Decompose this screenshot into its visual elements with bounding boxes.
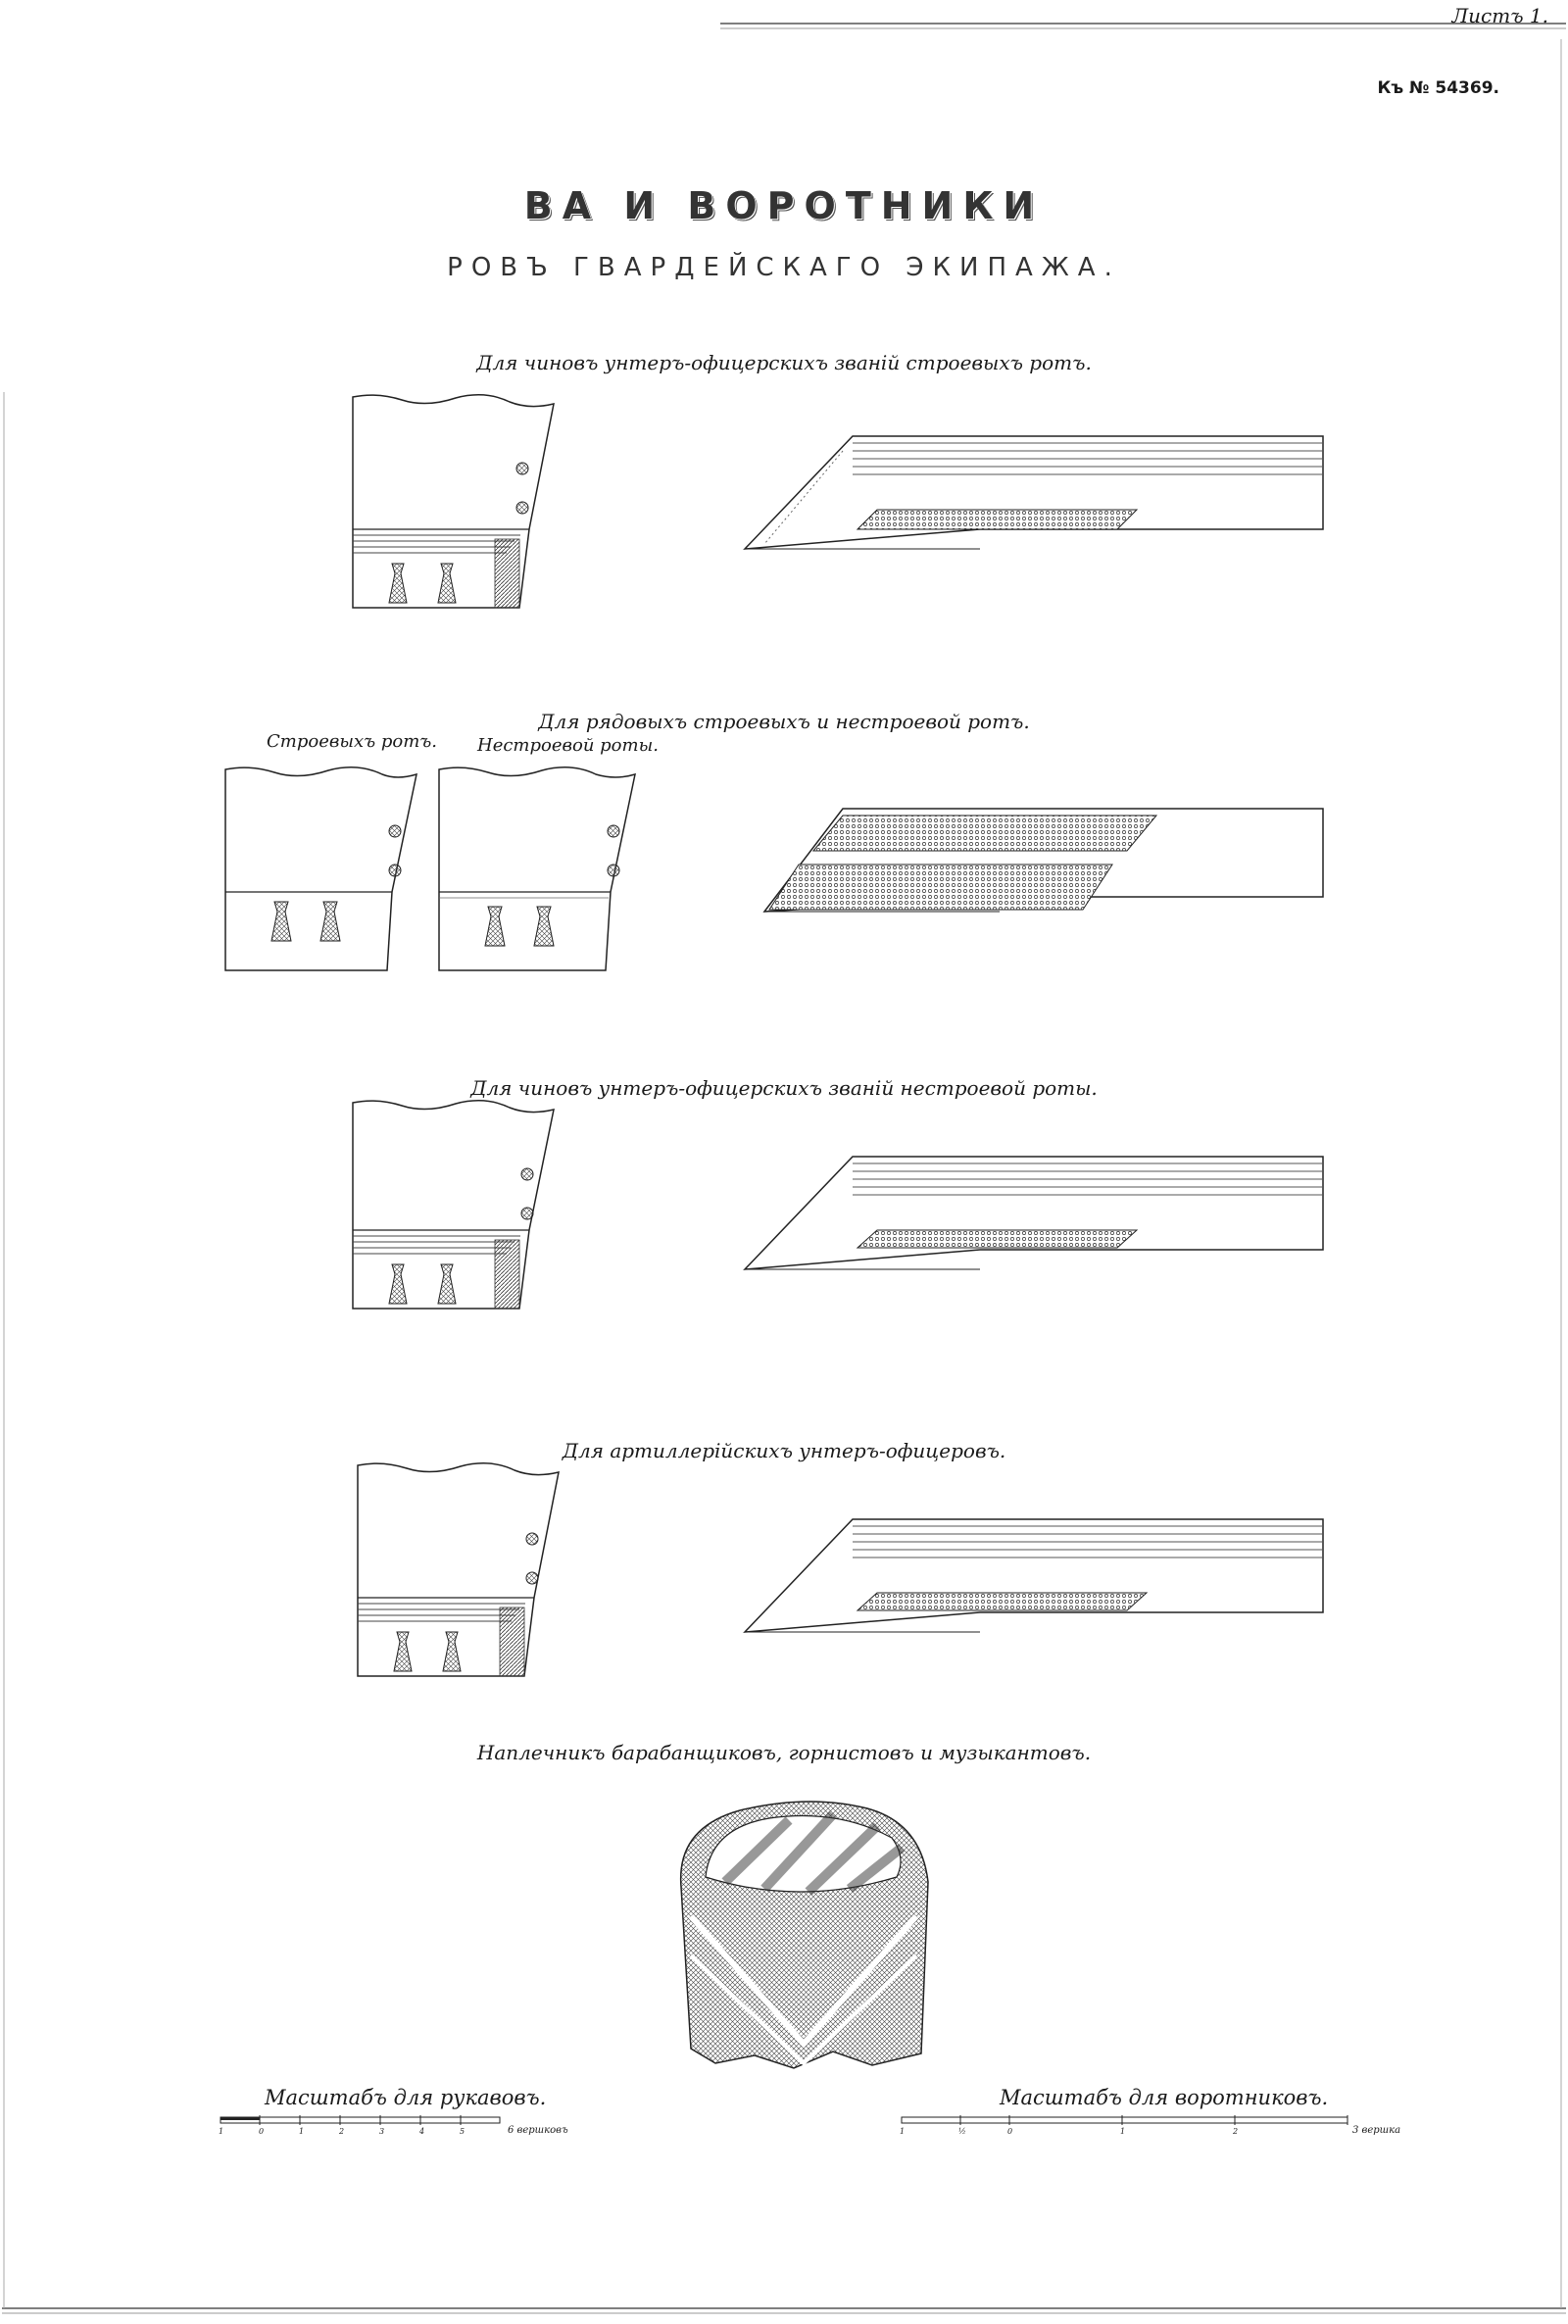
collar-drawing-1 bbox=[743, 435, 1324, 550]
reference-number: Къ № 54369. bbox=[1377, 78, 1499, 98]
section-5-caption: Наплечникъ барабанщиковъ, горнистовъ и м… bbox=[476, 1741, 1092, 1764]
page-subtitle: РОВЪ ГВАРДЕЙСКАГО ЭКИПАЖА. bbox=[447, 253, 1121, 282]
collar-scale-title: Масштабъ для воротниковъ. bbox=[1000, 2086, 1329, 2109]
sleeve-drawing-4 bbox=[357, 1462, 560, 1677]
collar-scale-tick: ½ bbox=[958, 2127, 966, 2136]
section-1-caption: Для чиновъ унтеръ-офицерскихъ званій стр… bbox=[476, 351, 1092, 374]
page-title: ВА И ВОРОТНИКИ bbox=[523, 184, 1045, 227]
sleeve-drawing-2b bbox=[438, 766, 636, 971]
sleeve-scale-tick: 1 bbox=[219, 2127, 224, 2136]
sleeve-drawing-2a bbox=[224, 766, 417, 971]
collar-scale-unit: 3 вершка bbox=[1352, 2125, 1401, 2136]
sleeve-scale-unit: 6 вершковъ bbox=[508, 2125, 568, 2136]
sleeve-drawing-1 bbox=[352, 394, 555, 609]
sleeve-scale-tick: 1 bbox=[299, 2127, 305, 2136]
collar-scale-tick: 0 bbox=[1007, 2127, 1013, 2136]
sleeve-scale-tick: 2 bbox=[339, 2127, 345, 2136]
section-2-caption: Для рядовыхъ строевыхъ и нестроевой ротъ… bbox=[538, 710, 1030, 733]
sleeve-drawing-3 bbox=[352, 1100, 555, 1310]
sleeve-scale-bar bbox=[220, 2115, 501, 2125]
section-4-caption: Для артиллерійскихъ унтеръ-офицеровъ. bbox=[562, 1439, 1006, 1462]
collar-drawing-3 bbox=[743, 1156, 1324, 1270]
collar-drawing-2 bbox=[762, 808, 1324, 913]
collar-scale-tick: 2 bbox=[1233, 2127, 1239, 2136]
section-2-sublabel-2: Нестроевой роты. bbox=[477, 735, 659, 756]
section-3-caption: Для чиновъ унтеръ-офицерскихъ званій нес… bbox=[470, 1076, 1098, 1100]
sheet-label: Листъ 1. bbox=[1451, 4, 1548, 27]
epaulette-drawing bbox=[679, 1801, 929, 2069]
collar-scale-tick: 1 bbox=[1120, 2127, 1126, 2136]
section-2-sublabel-1: Строевыхъ ротъ. bbox=[267, 731, 438, 752]
sleeve-scale-tick: 5 bbox=[460, 2127, 466, 2136]
sleeve-scale-tick: 0 bbox=[259, 2127, 265, 2136]
collar-scale-bar bbox=[901, 2115, 1348, 2125]
collar-drawing-4 bbox=[743, 1518, 1324, 1633]
sleeve-scale-title: Масштабъ для рукавовъ. bbox=[265, 2086, 547, 2109]
sleeve-scale-tick: 3 bbox=[379, 2127, 385, 2136]
sleeve-scale-tick: 4 bbox=[419, 2127, 425, 2136]
collar-scale-tick: 1 bbox=[900, 2127, 906, 2136]
